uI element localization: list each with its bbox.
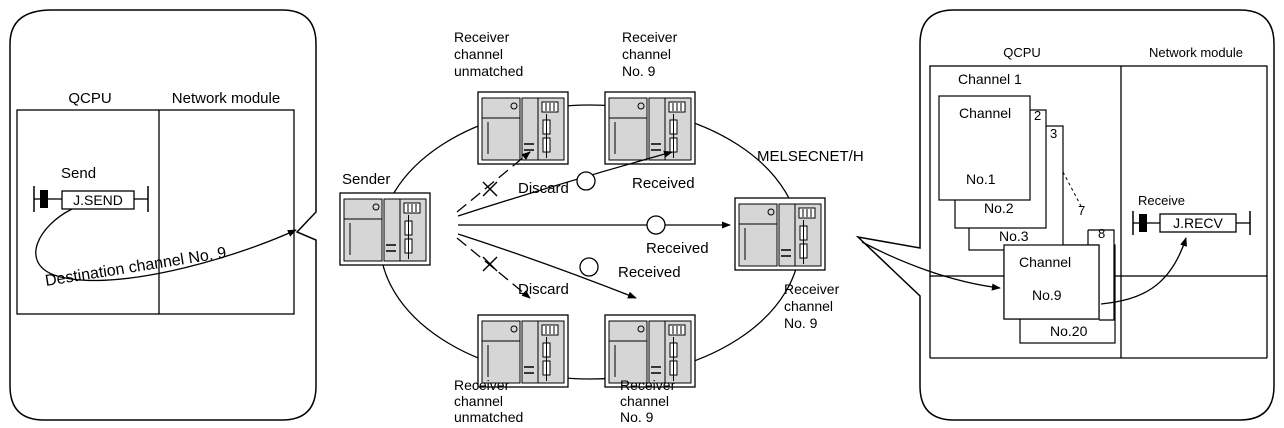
received-arrow-bottom bbox=[457, 233, 637, 299]
right-cpu-label: QCPU bbox=[1003, 45, 1041, 60]
cross-mark-bottom bbox=[482, 256, 498, 272]
channel-num2: 2 bbox=[1034, 108, 1041, 123]
send-label: Send bbox=[61, 165, 96, 182]
left-panel: QCPU Network module Send J.SEND Destinat… bbox=[9, 9, 317, 421]
incoming-arrow bbox=[861, 241, 1001, 291]
bottom-right-label-1: Receiver bbox=[620, 377, 676, 393]
left-cpu-label: QCPU bbox=[68, 90, 111, 107]
received-label-bottom: Received bbox=[618, 264, 681, 281]
destination-arrow bbox=[35, 208, 297, 282]
send-instruction: J.SEND bbox=[73, 192, 123, 208]
right-station-label-1: Receiver bbox=[784, 281, 840, 297]
send-ladder-rung bbox=[33, 186, 149, 212]
receive-arrow bbox=[1100, 237, 1187, 305]
top-right-station bbox=[604, 91, 696, 165]
network-name: MELSECNET/H bbox=[757, 148, 864, 165]
channel-no3: No.3 bbox=[999, 228, 1029, 244]
top-left-label-3: unmatched bbox=[454, 63, 523, 79]
circle-mark-top bbox=[576, 171, 596, 191]
channel-no2: No.2 bbox=[984, 200, 1014, 216]
channel-num8: 8 bbox=[1098, 226, 1105, 241]
received-label-top: Received bbox=[632, 175, 695, 192]
channel9-word: Channel bbox=[1019, 254, 1071, 270]
left-cpu-frame bbox=[16, 109, 295, 315]
right-module-label: Network module bbox=[1149, 45, 1243, 60]
left-callout-bubble bbox=[9, 9, 317, 421]
channel-no20: No.20 bbox=[1050, 323, 1088, 339]
channel-num3: 3 bbox=[1050, 126, 1057, 141]
channel1-word: Channel bbox=[959, 105, 1011, 121]
top-left-station bbox=[477, 91, 569, 165]
discard-label-top: Discard bbox=[518, 180, 569, 197]
top-right-label-3: No. 9 bbox=[622, 63, 656, 79]
cross-mark-top bbox=[482, 181, 498, 197]
channel-sheet-9-front bbox=[1003, 244, 1100, 320]
received-label-main: Received bbox=[646, 240, 709, 257]
channel-no1: No.1 bbox=[966, 171, 996, 187]
channel-sheet-8-outline bbox=[1088, 229, 1115, 321]
right-station-label-3: No. 9 bbox=[784, 315, 818, 331]
channel-sheet-1 bbox=[938, 95, 1031, 201]
channel1-title: Channel 1 bbox=[958, 71, 1022, 87]
bottom-left-label-3: unmatched bbox=[454, 409, 523, 425]
discard-arrow-top bbox=[456, 151, 531, 213]
top-left-label-1: Receiver bbox=[454, 29, 510, 45]
received-arrow-top bbox=[457, 150, 673, 217]
channel-no9: No.9 bbox=[1032, 287, 1062, 303]
channel-dashed-link bbox=[1062, 171, 1083, 209]
receive-instruction: J.RECV bbox=[1173, 215, 1223, 231]
sender-label: Sender bbox=[342, 171, 390, 188]
discard-label-bottom: Discard bbox=[518, 281, 569, 298]
top-right-label-1: Receiver bbox=[622, 29, 678, 45]
left-module-label: Network module bbox=[172, 90, 280, 107]
circle-mark-main bbox=[646, 215, 666, 235]
network-loop: MELSECNET/H Sender Receiver channel unma… bbox=[339, 29, 864, 425]
right-station-label-2: channel bbox=[784, 298, 833, 314]
top-left-label-2: channel bbox=[454, 46, 503, 62]
channel-num7: 7 bbox=[1078, 203, 1085, 218]
bottom-right-label-3: No. 9 bbox=[620, 409, 654, 425]
right-panel: QCPU Network module Channel 1 Channel No… bbox=[855, 9, 1275, 421]
bottom-right-label-2: channel bbox=[620, 393, 669, 409]
circle-mark-bottom bbox=[579, 257, 599, 277]
sender-station bbox=[339, 192, 431, 266]
bottom-left-label-1: Receiver bbox=[454, 377, 510, 393]
top-right-label-2: channel bbox=[622, 46, 671, 62]
receive-ladder-rung bbox=[1132, 211, 1251, 235]
bottom-left-label-2: channel bbox=[454, 393, 503, 409]
receive-label: Receive bbox=[1138, 193, 1185, 208]
right-station bbox=[734, 197, 826, 271]
